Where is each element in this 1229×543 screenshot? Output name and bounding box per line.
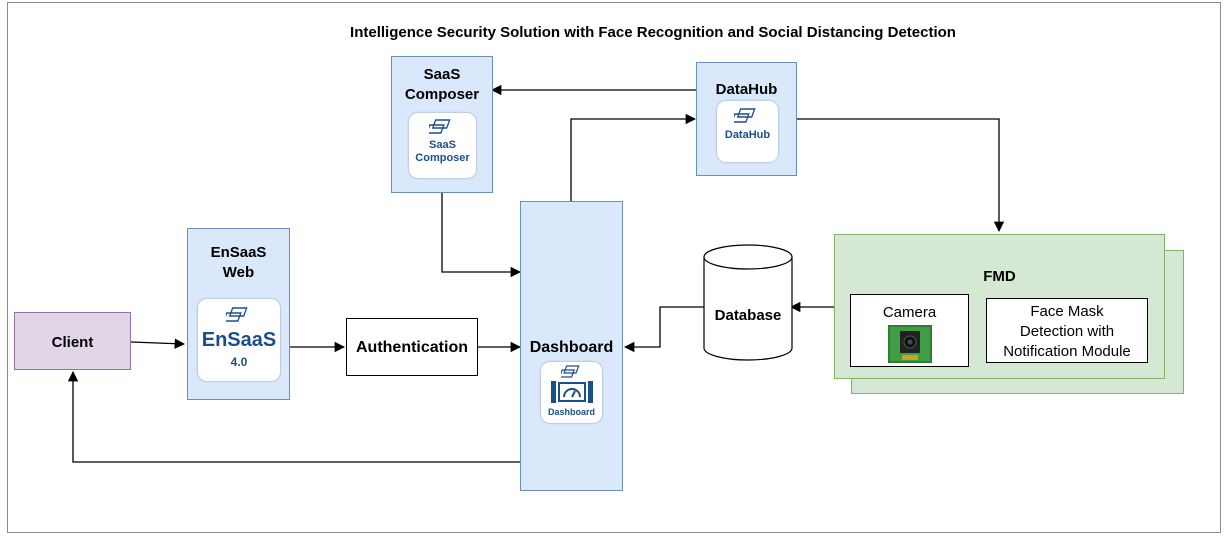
database-cylinder-icon <box>703 244 793 361</box>
edge-datahub-fmd <box>797 118 1005 233</box>
ensaas-web-label-2: Web <box>222 264 255 281</box>
diagram-title: Intelligence Security Solution with Face… <box>350 24 956 41</box>
ensaas-logo: EnSaaS 4.0 <box>198 299 280 381</box>
saas-composer-logo: SaaS Composer <box>409 113 476 178</box>
client-node: Client <box>14 312 131 370</box>
edge-composer-dashboard <box>441 193 522 278</box>
saas-composer-logo-text-2: Composer <box>415 152 470 164</box>
saas-composer-logo-text-1: SaaS <box>429 139 456 151</box>
dashboard-logo-text: Dashboard <box>547 407 595 417</box>
cloud-stack-icon <box>561 365 580 378</box>
gauge-icon <box>551 381 593 403</box>
face-mask-module-line1: Face Mask <box>1030 303 1104 320</box>
cloud-stack-icon <box>734 108 756 123</box>
camera-module-icon <box>888 325 932 363</box>
face-mask-module-line3: Notification Module <box>1003 343 1131 360</box>
dashboard-node: Dashboard Dashboard <box>520 201 623 491</box>
saas-composer-label-1: SaaS <box>423 66 461 83</box>
fmd-label: FMD <box>983 268 1016 285</box>
cloud-stack-icon <box>226 307 248 322</box>
ensaas-logo-version: 4.0 <box>230 355 248 369</box>
edge-database-dashboard <box>623 306 704 353</box>
authentication-node: Authentication <box>346 318 478 376</box>
dashboard-label: Dashboard <box>529 339 614 356</box>
camera-node: Camera <box>850 294 969 367</box>
datahub-logo-text: DataHub <box>724 129 771 141</box>
ensaas-logo-text: EnSaaS <box>201 329 277 351</box>
saas-composer-label-2: Composer <box>404 86 480 103</box>
edge-dashboard-client <box>67 370 520 463</box>
dashboard-logo: Dashboard <box>541 362 602 423</box>
face-mask-module-node: Face Mask Detection with Notification Mo… <box>986 298 1148 363</box>
client-label: Client <box>51 334 94 351</box>
edge-client-ensaas <box>130 338 186 349</box>
face-mask-module-line2: Detection with <box>1019 323 1115 340</box>
saas-composer-node: SaaS Composer SaaS Composer <box>391 56 493 193</box>
ensaas-web-label-1: EnSaaS <box>210 244 267 261</box>
database-label: Database <box>714 307 782 324</box>
datahub-logo: DataHub <box>717 101 778 162</box>
cloud-stack-icon <box>429 119 451 134</box>
camera-label: Camera <box>882 304 937 321</box>
edge-dashboard-datahub <box>570 113 697 201</box>
ensaas-web-node: EnSaaS Web EnSaaS 4.0 <box>187 228 290 400</box>
datahub-label: DataHub <box>715 81 778 98</box>
authentication-label: Authentication <box>356 339 468 356</box>
datahub-node: DataHub DataHub <box>696 62 797 176</box>
